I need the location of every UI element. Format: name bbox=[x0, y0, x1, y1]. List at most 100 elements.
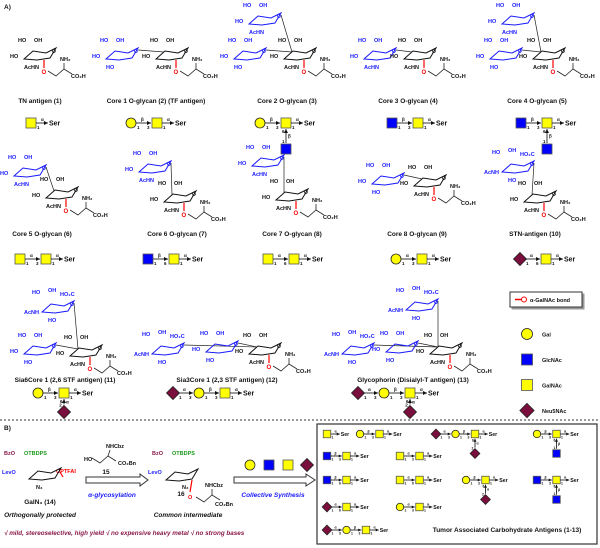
linkage-position: 1 bbox=[351, 482, 353, 486]
nh2-label: NH₂ bbox=[466, 352, 477, 358]
atom-label: HO bbox=[424, 333, 433, 339]
arrowhead-icon bbox=[536, 257, 540, 261]
linkage-position: 6 bbox=[554, 439, 556, 443]
linkage-position: 3 bbox=[549, 436, 551, 440]
arrowhead-icon bbox=[62, 399, 66, 403]
sm-levo: LevO bbox=[2, 470, 16, 476]
serine-label: Ser bbox=[570, 478, 578, 484]
linkage-position: 3 bbox=[468, 436, 470, 440]
gal-symbol-icon bbox=[395, 502, 405, 512]
panel-a-label: A) bbox=[4, 4, 11, 11]
linkage-position: 6 bbox=[406, 399, 409, 404]
serine-label: Ser bbox=[49, 121, 61, 128]
atom-label: HO bbox=[510, 197, 519, 203]
ring-oxygen: O bbox=[442, 176, 446, 182]
co2h-label: CO₂H bbox=[331, 74, 346, 80]
linkage-position: 1 bbox=[553, 125, 556, 130]
linkage-position: 3 bbox=[36, 261, 39, 266]
atom-label: AcHN bbox=[276, 206, 291, 212]
atom-label: HO bbox=[100, 38, 109, 44]
anomer-label: α bbox=[477, 441, 480, 445]
anomer-label: α bbox=[408, 503, 411, 507]
atom-label: HO bbox=[206, 358, 215, 364]
linkage-position: 2 bbox=[59, 403, 62, 408]
serine-label: Ser bbox=[499, 478, 507, 484]
galnac-core-ring bbox=[44, 185, 80, 200]
co2h-label: CO₂H bbox=[451, 74, 466, 80]
serine-bonds bbox=[179, 68, 205, 77]
galnac-symbol-icon bbox=[14, 253, 26, 265]
antigen-box bbox=[316, 423, 598, 545]
atom-label: HO bbox=[158, 181, 167, 187]
linkage-position: 1 bbox=[364, 395, 367, 400]
atom-label: HO bbox=[518, 181, 527, 187]
atom-label: HO bbox=[243, 3, 252, 9]
atom-label: AcNH bbox=[484, 170, 499, 176]
atom-label: AcHN bbox=[502, 30, 517, 36]
atom-label: HO bbox=[106, 65, 115, 71]
neu5nac-symbol-icon bbox=[519, 402, 535, 419]
atom-label: AcHN bbox=[404, 65, 419, 71]
linkage-position: 1 bbox=[292, 125, 295, 130]
atom-label: OH bbox=[424, 165, 432, 171]
atom-label: OH bbox=[48, 288, 56, 294]
compound-title-1: TN antigen (1) bbox=[18, 98, 61, 105]
galnac-symbol-icon bbox=[219, 387, 231, 399]
int-number: 16 bbox=[177, 491, 185, 498]
atom-label: AcHN bbox=[156, 65, 171, 71]
galn3-ring bbox=[27, 466, 63, 481]
linkage-position: 6 bbox=[554, 485, 556, 489]
anomer-label: β bbox=[368, 430, 370, 434]
acceptor-ho: HO bbox=[84, 457, 93, 463]
glycosidic-oxygen: O bbox=[294, 211, 299, 217]
serine-label: Ser bbox=[360, 478, 368, 484]
arrowhead-icon bbox=[408, 399, 412, 403]
linkage-position: 2 bbox=[482, 493, 484, 497]
ring-oxygen: O bbox=[180, 344, 184, 350]
serine-label: Ser bbox=[304, 121, 316, 128]
linkage-position: 1 bbox=[231, 395, 234, 400]
anomer-label: α bbox=[487, 487, 490, 491]
linkage-position: 6 bbox=[339, 482, 341, 486]
ring-oxygen: O bbox=[304, 190, 308, 196]
atom-label: HO bbox=[416, 349, 425, 355]
galnac-symbol-icon bbox=[282, 459, 294, 471]
linkage-position: 1 bbox=[37, 125, 40, 130]
glycan-ring bbox=[150, 341, 186, 356]
box-caption: Tumor Associated Carbohydrate Antigens (… bbox=[433, 527, 582, 534]
nh2-label: NH₂ bbox=[200, 200, 211, 206]
atom-label: AcHN bbox=[164, 208, 179, 214]
atom-label: HO bbox=[278, 38, 287, 44]
compound-title-4: Core 3 O-glycan (4) bbox=[378, 98, 438, 105]
anomer-label: α bbox=[412, 399, 415, 404]
galnac-symbol-icon bbox=[481, 475, 490, 485]
arrowhead-icon bbox=[537, 121, 541, 125]
serine-label: Ser bbox=[380, 528, 388, 534]
arrowhead-icon bbox=[484, 484, 487, 488]
glcnac-symbol-icon bbox=[515, 117, 527, 129]
glycosidic-bond bbox=[533, 14, 542, 53]
linkage-position: 3 bbox=[412, 458, 414, 462]
atom-label: HO bbox=[332, 332, 341, 338]
galnac-symbol-icon bbox=[322, 429, 332, 439]
compound-title-13: Glycophorin (Disialyl-T antigen) (13) bbox=[357, 377, 469, 384]
galnac-core-ring bbox=[162, 189, 198, 204]
anomer-label: β bbox=[335, 476, 337, 480]
linkage-position: 3 bbox=[400, 395, 403, 400]
linkage-position: 1 bbox=[527, 125, 530, 130]
atom-label: HO bbox=[142, 54, 151, 60]
serine-label: Ser bbox=[564, 257, 576, 264]
nh2-label: NH₂ bbox=[312, 198, 323, 204]
atom-label: HO bbox=[243, 333, 252, 339]
galnac-symbol-icon bbox=[415, 475, 424, 485]
galnac-core-ring bbox=[247, 341, 283, 356]
arrowhead-icon bbox=[284, 257, 288, 261]
